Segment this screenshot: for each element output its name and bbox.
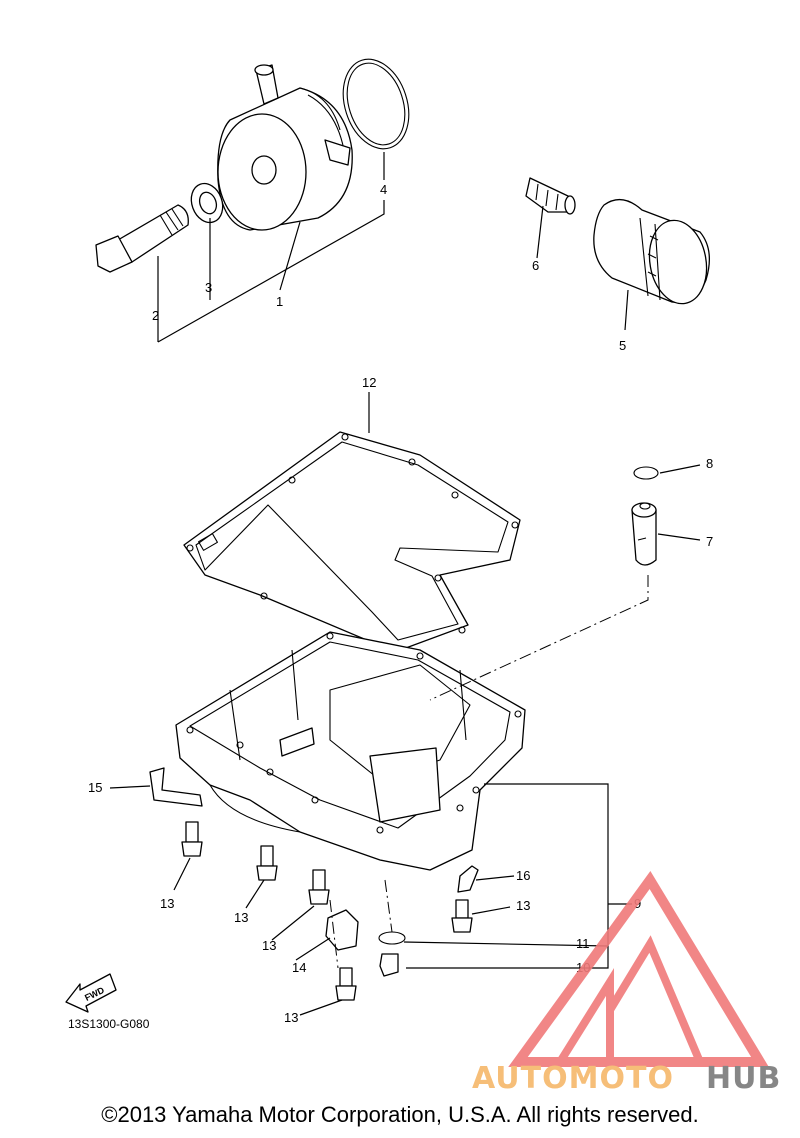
label-13: 13 bbox=[284, 1010, 298, 1025]
bracket-16 bbox=[457, 865, 479, 893]
label-8: 8 bbox=[706, 456, 713, 471]
label-2: 2 bbox=[152, 308, 159, 323]
oil-filter-group bbox=[525, 177, 711, 305]
bracket-15 bbox=[149, 767, 203, 807]
label-13: 13 bbox=[234, 910, 248, 925]
watermark-logo: AUTOMOTO HUB bbox=[472, 870, 781, 1096]
watermark-text-1: AUTOMOTO bbox=[472, 1061, 674, 1096]
label-1: 1 bbox=[276, 294, 283, 309]
bolts-13 bbox=[181, 821, 473, 1001]
label-5: 5 bbox=[619, 338, 626, 353]
label-3: 3 bbox=[205, 280, 212, 295]
fwd-arrow: FWD bbox=[65, 973, 117, 1013]
label-15: 15 bbox=[88, 780, 102, 795]
oil-cooler-assembly bbox=[95, 58, 410, 273]
label-13: 13 bbox=[262, 938, 276, 953]
damper-14 bbox=[325, 909, 359, 951]
label-13: 13 bbox=[516, 898, 530, 913]
label-12: 12 bbox=[362, 375, 376, 390]
label-4: 4 bbox=[380, 182, 387, 197]
oil-pan-gasket bbox=[183, 431, 521, 659]
label-16: 16 bbox=[516, 868, 530, 883]
label-14: 14 bbox=[292, 960, 306, 975]
o-ring-8 bbox=[633, 466, 659, 480]
copyright-notice: ©2013 Yamaha Motor Corporation, U.S.A. A… bbox=[101, 1102, 699, 1127]
drawing-code: 13S1300-G080 bbox=[68, 1017, 150, 1031]
label-11: 11 bbox=[576, 936, 590, 951]
label-6: 6 bbox=[532, 258, 539, 273]
watermark-text-2: HUB bbox=[706, 1061, 781, 1096]
washer-11 bbox=[378, 931, 406, 945]
drain-bolt-10 bbox=[379, 953, 399, 977]
oil-pan bbox=[175, 631, 526, 871]
strainer-pipe bbox=[631, 502, 657, 566]
label-13: 13 bbox=[160, 896, 174, 911]
label-7: 7 bbox=[706, 534, 713, 549]
